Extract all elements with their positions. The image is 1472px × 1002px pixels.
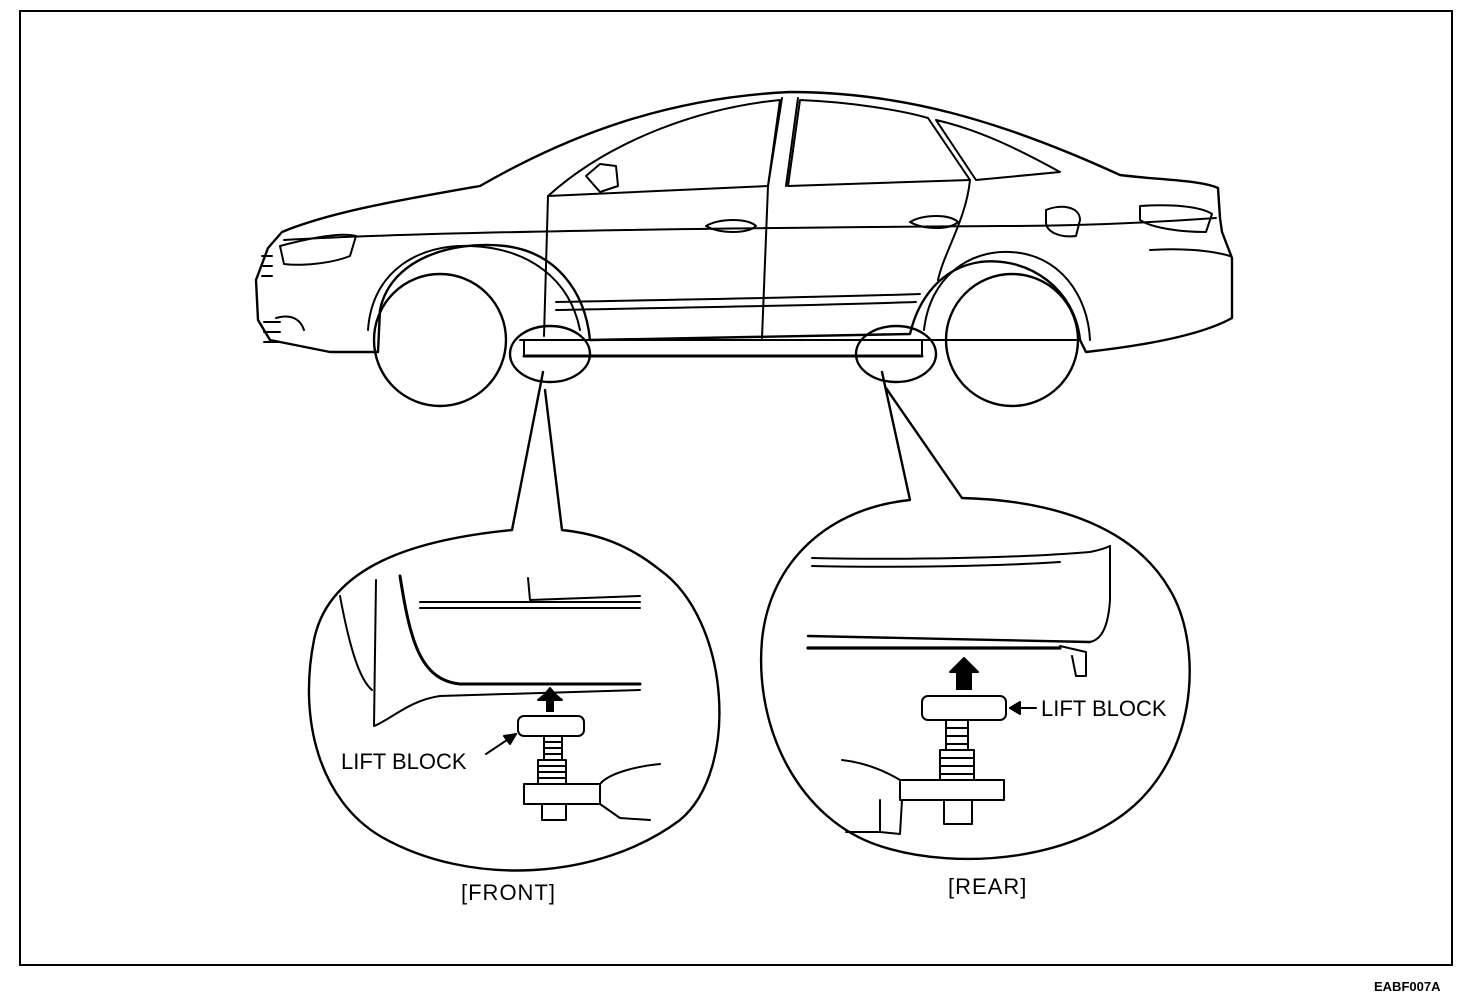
front-door-window [547,99,781,197]
figure-code: EABF007A [1374,979,1441,994]
rear-caption: [REAR] [948,874,1028,899]
quarter-window [935,119,1061,181]
rear-lift-point-marker [854,324,938,384]
front-lift-point-marker [508,324,592,384]
fuel-door [1045,205,1081,238]
front-lift-block [517,715,585,737]
rear-lift-block [921,695,1007,721]
rear-detail-bubble [759,370,1191,861]
front-detail-bubble [307,370,721,872]
car-body-outline [254,90,1234,354]
rear-lift-block-label: LIFT BLOCK [1041,696,1167,721]
side-mirror [585,163,619,193]
front-caption: [FRONT] [461,880,556,905]
car-side-view [254,90,1234,408]
rear-wheel [944,272,1080,408]
front-lift-block-label: LIFT BLOCK [341,749,467,774]
tail-light [1139,204,1213,233]
figure-border [19,10,1453,966]
front-wheel [372,272,508,408]
rear-door-window [787,99,971,187]
headlight [279,233,357,266]
front-door-handle [705,219,757,233]
rear-door-handle [909,215,959,229]
